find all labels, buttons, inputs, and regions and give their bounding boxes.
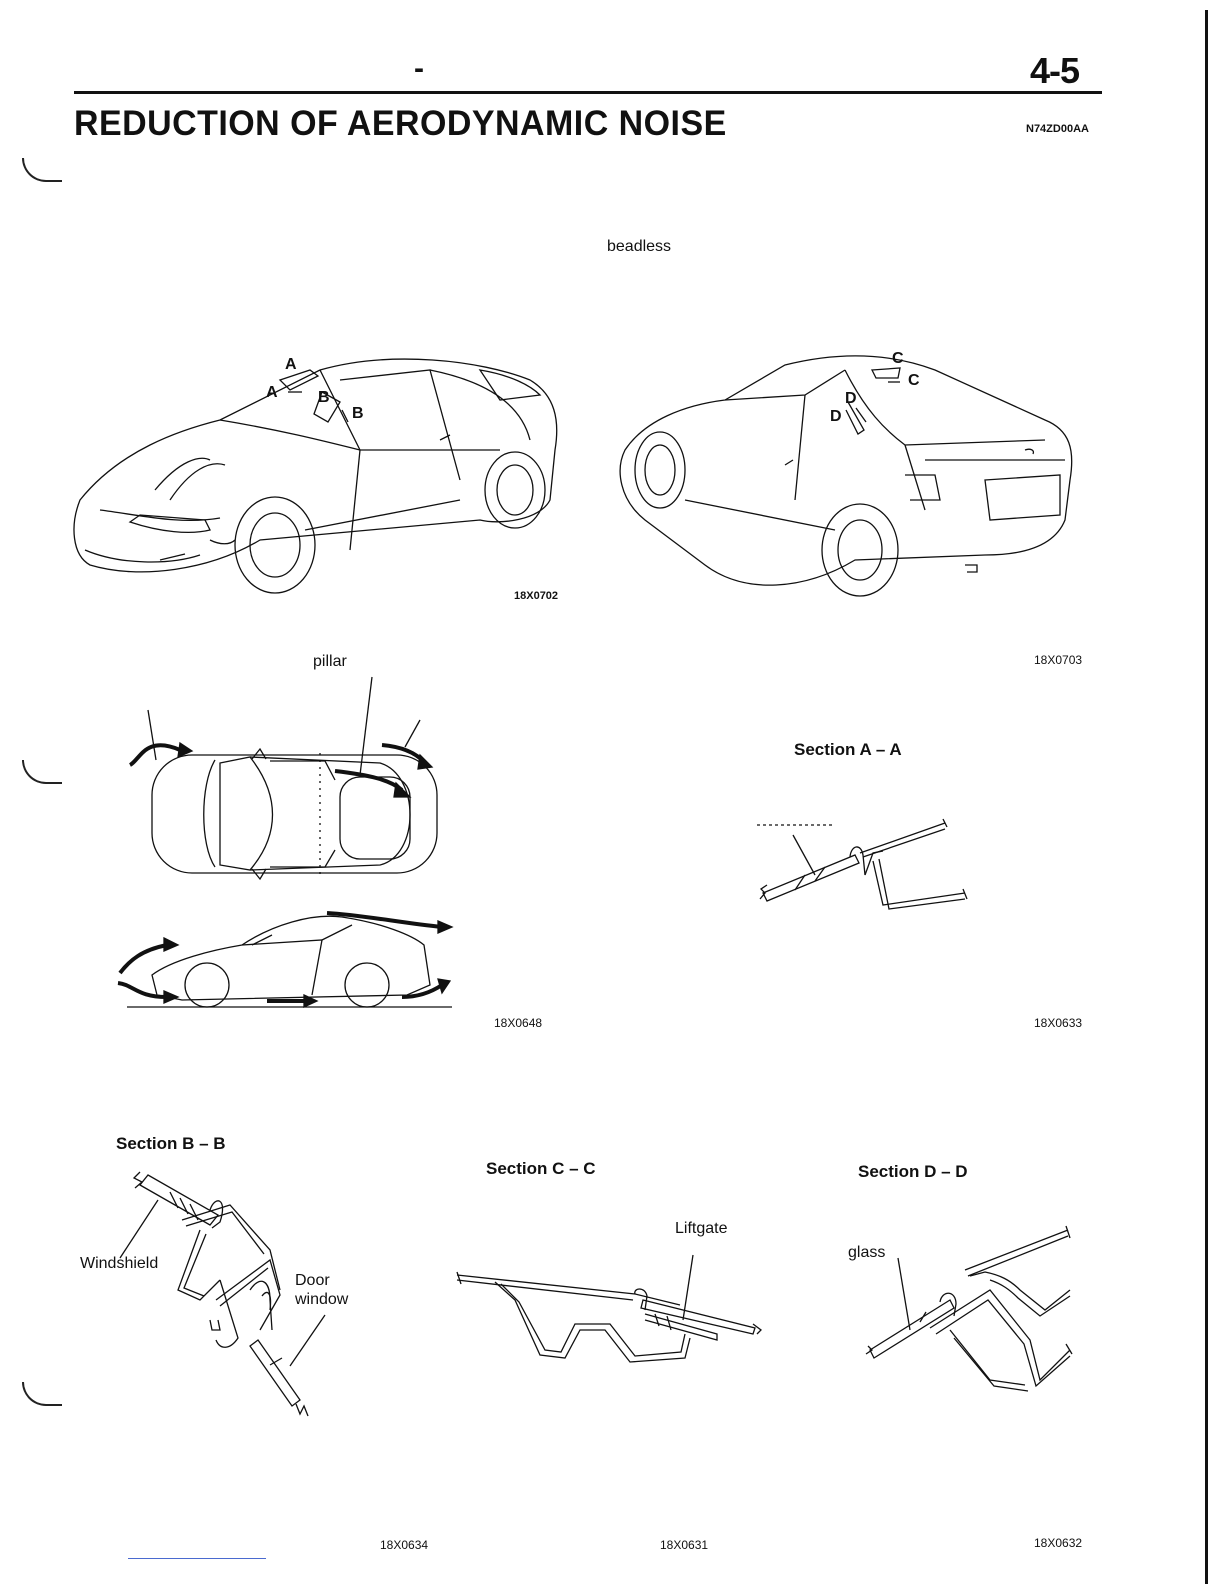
- door-window-label-line2: window: [295, 1291, 348, 1309]
- right-margin-bar: [1205, 10, 1208, 1584]
- airflow-side-view-diagram: [112, 905, 457, 1015]
- pillar-label: pillar: [313, 653, 347, 671]
- binder-hole-mark: [22, 158, 62, 182]
- header-rule: [74, 91, 1102, 94]
- section-d-diagram: [860, 1220, 1080, 1400]
- section-a-label: Section A – A: [794, 740, 902, 760]
- bottom-underline: [128, 1558, 266, 1559]
- section-c-label: Section C – C: [486, 1159, 596, 1179]
- callout-arrows-rear: [842, 360, 912, 440]
- figure-code-section-d: 18X0632: [1034, 1536, 1082, 1550]
- callout-arrows-front: [270, 362, 360, 442]
- section-b-label: Section B – B: [116, 1134, 226, 1154]
- figure-code-section-b: 18X0634: [380, 1538, 428, 1552]
- page-title: REDUCTION OF AERODYNAMIC NOISE: [74, 104, 727, 144]
- section-a-diagram: [755, 815, 975, 915]
- figure-code-rear: 18X0703: [1034, 653, 1082, 667]
- figure-code-section-c: 18X0631: [660, 1538, 708, 1552]
- figure-code-airflow: 18X0648: [494, 1016, 542, 1030]
- airflow-top-view-diagram: [120, 675, 450, 890]
- callout-d: D: [830, 408, 842, 426]
- binder-hole-mark: [22, 1382, 62, 1406]
- header-dash: -: [414, 52, 424, 86]
- liftgate-label: Liftgate: [675, 1220, 727, 1238]
- binder-hole-mark: [22, 760, 62, 784]
- figure-code-front: 18X0702: [514, 590, 558, 602]
- intro-text-beadless: beadless: [607, 238, 671, 256]
- section-d-label: Section D – D: [858, 1162, 968, 1182]
- page-number: 4-5: [1030, 50, 1079, 92]
- door-window-label-line1: Door: [295, 1272, 330, 1290]
- section-c-diagram: [455, 1250, 775, 1365]
- figure-code-section-a: 18X0633: [1034, 1016, 1082, 1030]
- document-code: N74ZD00AA: [1026, 123, 1089, 135]
- windshield-label: Windshield: [80, 1255, 158, 1273]
